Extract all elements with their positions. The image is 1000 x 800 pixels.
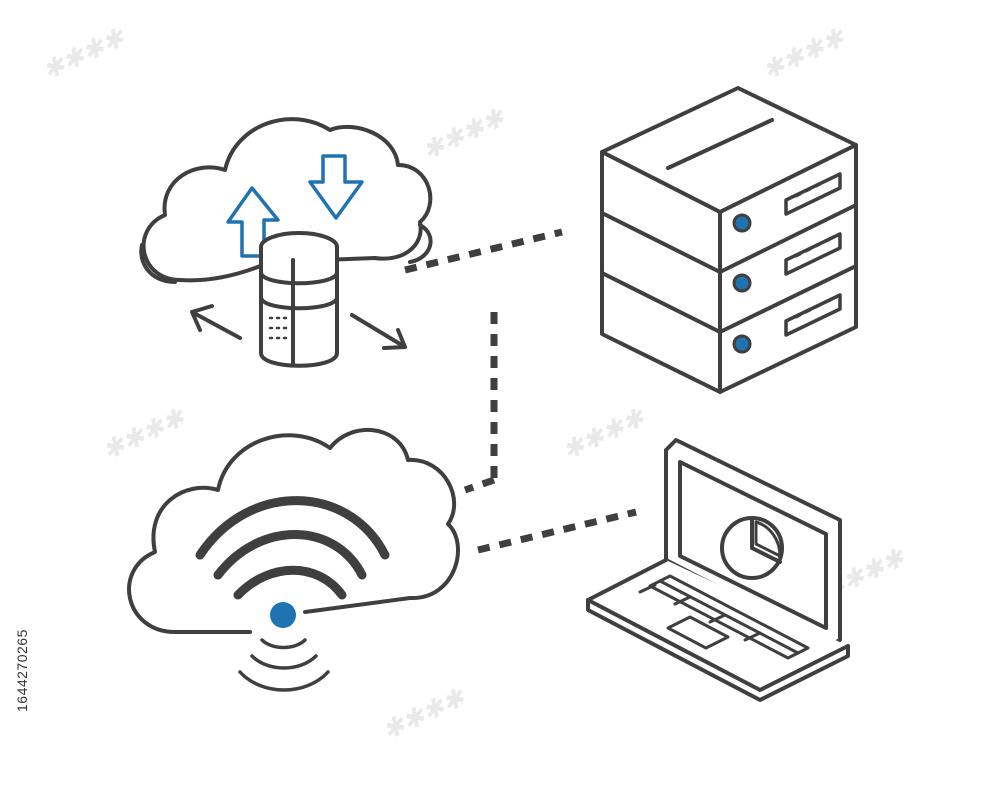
status-light <box>734 275 750 291</box>
arrow-right <box>352 315 405 348</box>
cloud-database-sync-icon <box>141 119 430 366</box>
arrow-left <box>192 306 240 338</box>
stock-id-label: 1644270265 <box>14 629 30 712</box>
status-light <box>734 215 750 231</box>
wireless-cloud-icon <box>129 430 458 690</box>
status-light <box>734 336 750 352</box>
signal-dot <box>270 602 296 628</box>
download-arrow <box>310 156 362 218</box>
laptop-chart-icon <box>588 440 848 700</box>
server-rack-icon <box>602 88 856 392</box>
